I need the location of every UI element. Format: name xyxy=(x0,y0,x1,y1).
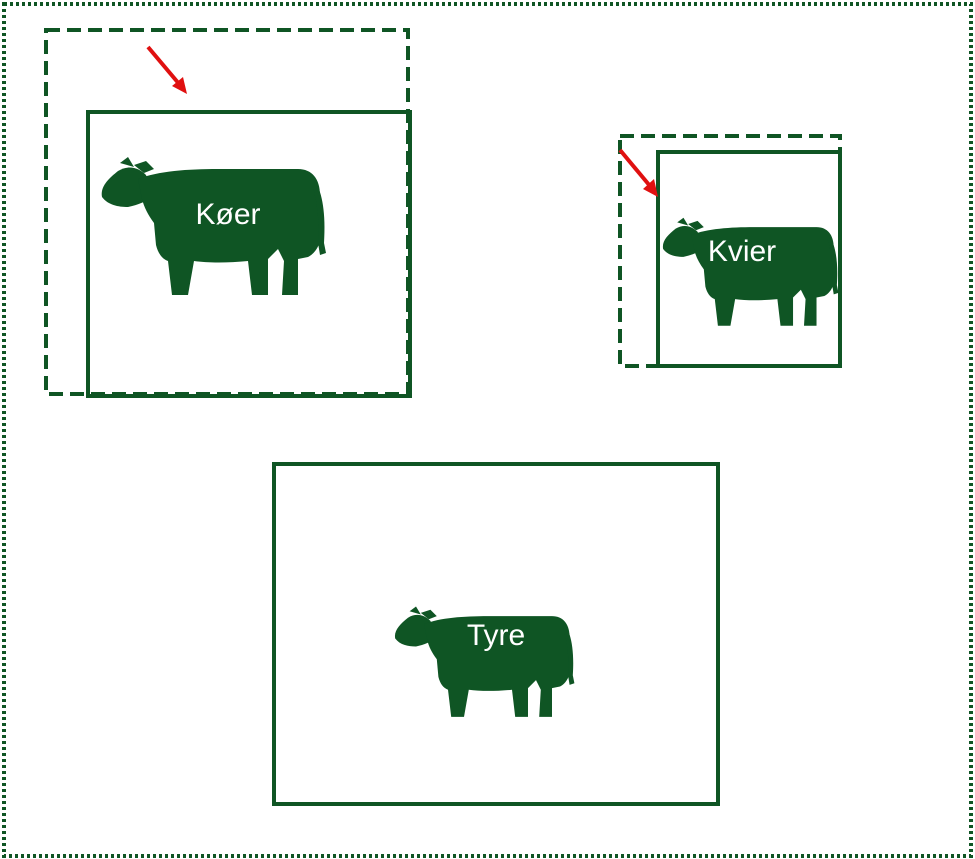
group-koer: Køer xyxy=(44,28,412,398)
current-box-koer xyxy=(86,110,412,398)
group-kvier: Kvier xyxy=(618,134,842,368)
current-box-tyre xyxy=(272,462,720,806)
label-koer: Køer xyxy=(195,198,260,231)
label-kvier: Kvier xyxy=(708,235,776,268)
group-tyre: Tyre xyxy=(272,462,720,806)
heifer-icon xyxy=(662,217,839,326)
arrow-kvier xyxy=(618,148,658,197)
current-box-kvier xyxy=(656,150,842,368)
arrow-koer xyxy=(146,45,187,94)
label-tyre: Tyre xyxy=(467,619,525,652)
